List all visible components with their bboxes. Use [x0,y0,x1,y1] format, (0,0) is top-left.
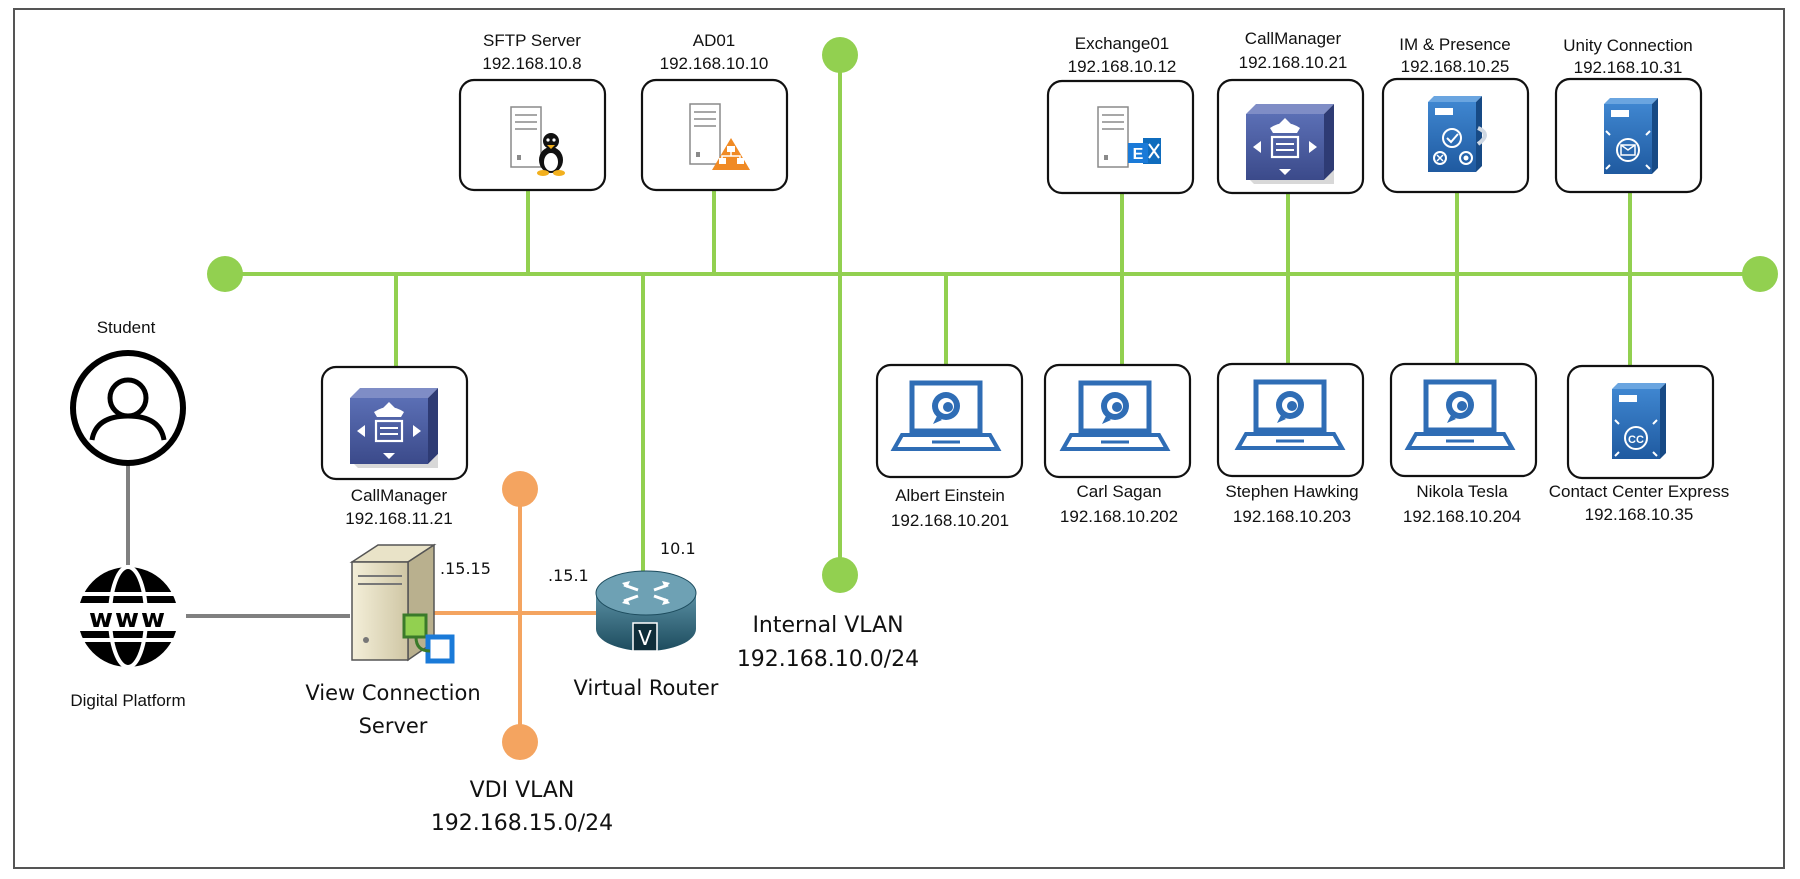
callmanager-icon [1244,102,1336,186]
vlan-endpoint-dot [502,471,538,507]
device-ip: 192.168.10.203 [1233,507,1351,526]
view-server-label-line1: View Connection [305,681,480,705]
view-server-label-line2: Server [359,714,428,738]
server-ip: 192.168.10.31 [1574,58,1683,77]
vlan-endpoint-dot [502,724,538,760]
server-name: Unity Connection [1563,36,1692,55]
vdi-vlan-endpoints [502,471,538,760]
virtual-router-label: Virtual Router [574,676,719,700]
device-ip: 192.168.10.204 [1403,507,1521,526]
server-ip: 192.168.10.12 [1068,57,1177,76]
device-box-nikola-tesla[interactable] [1389,362,1538,478]
device-box-carl-sagan[interactable] [1043,363,1192,479]
www-text: www [89,604,167,634]
device-ip: 192.168.10.201 [891,511,1009,530]
router-internal-ip-suffix: 10.1 [660,539,696,558]
exchange-server-icon: E [1128,138,1161,164]
device-name: CallManager [351,486,448,505]
internal-vlan-subnet: 192.168.10.0/24 [737,647,919,672]
device-name: Stephen Hawking [1225,482,1358,501]
jabber-laptop-icon [1063,383,1167,449]
callmanager-icon [348,386,440,470]
active-directory-server-icon [712,138,750,170]
diagram-frame [13,8,1785,869]
device-ip: 192.168.10.35 [1585,505,1694,524]
server-name: CallManager [1245,29,1342,48]
view-connection-server-icon[interactable] [349,543,455,664]
server-name: AD01 [693,31,736,50]
device-name: Nikola Tesla [1416,482,1508,501]
internet-links [126,462,350,618]
view-server-ip-suffix: .15.15 [440,559,491,578]
device-name: Contact Center Express [1549,482,1729,501]
vdi-vlan-subnet: 192.168.15.0/24 [431,811,613,836]
vdi-vlan-bus [420,489,600,742]
server-box-sftp[interactable] [458,78,607,192]
jabber-laptop-icon [1408,382,1512,448]
server-box-im-presence[interactable] [1381,77,1530,194]
jabber-laptop-icon [894,383,998,449]
virtual-router-icon[interactable]: V [595,570,697,652]
jabber-laptop-icon [1238,382,1342,448]
server-ip: 192.168.10.25 [1401,57,1510,76]
device-box-albert-einstein[interactable] [875,363,1024,479]
device-ip: 192.168.11.21 [345,509,452,528]
device-box-contact-center-express[interactable]: CC [1566,364,1715,480]
server-ip: 192.168.10.21 [1239,53,1348,72]
server-name: Exchange01 [1075,34,1170,53]
digital-platform-label: Digital Platform [70,691,185,710]
vlan-endpoint-dot [1742,256,1778,292]
student-user-icon[interactable] [70,350,186,466]
vdi-vlan-name: VDI VLAN [470,778,575,803]
server-ip: 192.168.10.8 [482,54,581,73]
student-label: Student [97,318,156,337]
server-ip: 192.168.10.10 [660,54,769,73]
unity-connection-icon [1605,130,1651,170]
www-globe-icon[interactable]: www [70,565,186,669]
device-box-callmanager-11[interactable] [320,365,469,481]
router-badge: V [638,626,652,650]
server-name: SFTP Server [483,31,581,50]
linux-server-icon [537,133,565,176]
device-box-stephen-hawking[interactable] [1216,362,1365,478]
device-name: Albert Einstein [895,486,1005,505]
internal-vlan-bus [225,55,1760,578]
presence-server-icon [1433,126,1487,165]
device-ip: 192.168.10.202 [1060,507,1178,526]
server-name: IM & Presence [1399,35,1511,54]
vlan-endpoint-dot [207,256,243,292]
contact-center-icon: CC [1614,419,1658,457]
server-box-exchange01[interactable]: E [1046,79,1195,195]
svg-text:CC: CC [1628,434,1644,446]
server-box-ad01[interactable] [640,78,789,192]
internal-vlan-endpoints [207,37,1778,593]
vlan-endpoint-dot [822,557,858,593]
vlan-endpoint-dot [822,37,858,73]
server-box-callmanager[interactable] [1216,78,1365,195]
router-vdi-ip-suffix: .15.1 [548,566,589,585]
internal-vlan-name: Internal VLAN [752,613,903,638]
device-name: Carl Sagan [1076,482,1161,501]
server-box-unity-connection[interactable] [1554,77,1703,194]
svg-text:E: E [1133,146,1144,163]
